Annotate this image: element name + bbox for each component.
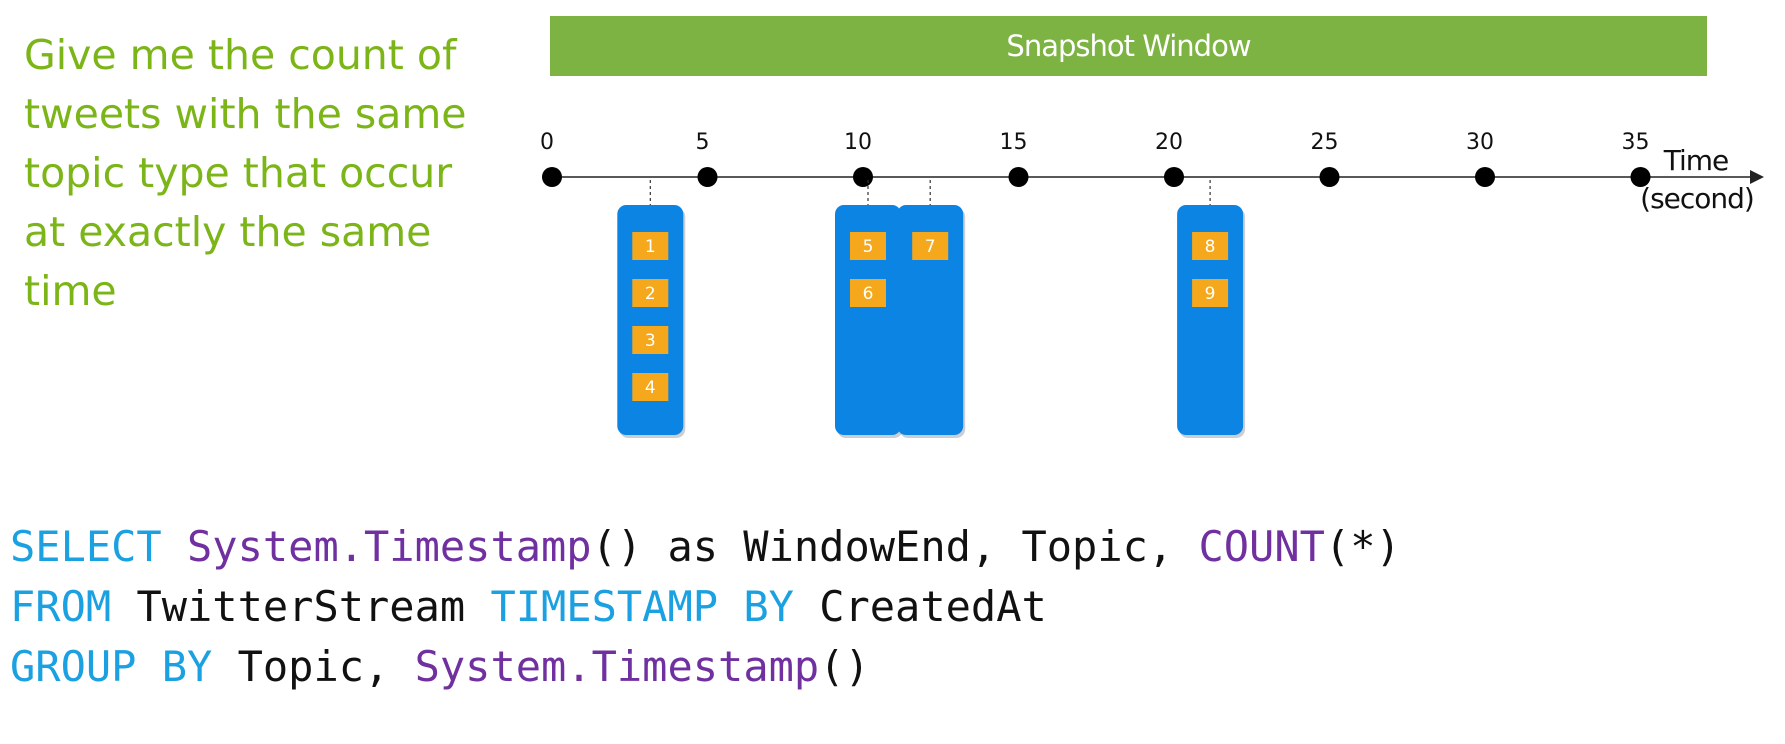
query-text: (*): [1324, 522, 1401, 571]
query-text: Topic,: [212, 642, 415, 691]
tick-label: 10: [844, 130, 872, 155]
query-text: TwitterStream: [111, 582, 491, 631]
event-label: 7: [925, 237, 936, 257]
tick-dot: [1319, 167, 1340, 187]
question-line: Give me the count of: [24, 31, 457, 79]
tick-dot: [1475, 167, 1495, 187]
tick-label: 5: [696, 130, 710, 155]
tick-label: 20: [1155, 130, 1183, 155]
snapshot-box: [1177, 205, 1244, 435]
keyword-by: BY: [161, 642, 213, 691]
event-label: 2: [645, 284, 656, 304]
keyword-timestamp: TIMESTAMP: [490, 582, 719, 631]
event-box: [1192, 232, 1229, 260]
event-label: 9: [1205, 284, 1216, 304]
snapshot-window-banner: Snapshot Window: [550, 16, 1707, 76]
tick-label: 15: [1000, 130, 1028, 155]
tick-dot: [697, 167, 718, 187]
question-line: tweets with the same: [24, 90, 467, 138]
keyword-from: FROM: [10, 582, 112, 631]
keyword-by: BY: [743, 582, 794, 631]
tick-dot: [853, 167, 873, 187]
tick-label: 30: [1466, 130, 1494, 155]
event-box: [1192, 279, 1229, 307]
event-box: [850, 232, 886, 260]
query-line-from: FROM TwitterStream TIMESTAMP BY CreatedA…: [10, 582, 1047, 631]
event-box: [632, 232, 669, 260]
query-text: CreatedAt: [793, 582, 1047, 631]
event-box: [850, 279, 886, 307]
axis-unit: (second): [1640, 182, 1754, 215]
function-count: COUNT: [1198, 522, 1325, 571]
question-text: Give me the count of tweets with the sam…: [24, 26, 474, 321]
event-box: [632, 373, 669, 401]
event-label: 1: [645, 237, 656, 257]
query-text: (): [819, 642, 870, 691]
tick-dot: [1008, 167, 1029, 187]
tick-dot: [542, 167, 562, 187]
event-label: 8: [1205, 237, 1216, 257]
keyword-select: SELECT: [10, 522, 162, 571]
question-line: at exactly the same: [24, 208, 432, 256]
query-text: () as WindowEnd, Topic,: [591, 522, 1199, 571]
function-system-timestamp: System.Timestamp: [414, 642, 820, 691]
keyword-group: GROUP: [10, 642, 137, 691]
snapshot-box: [897, 205, 964, 435]
event-label: 4: [645, 378, 656, 398]
tick-dot: [1164, 167, 1184, 187]
event-label: 5: [863, 237, 874, 257]
event-box: [632, 279, 669, 307]
snapshot-box: [835, 205, 901, 435]
question-line: topic type that occur: [24, 149, 453, 197]
tick-label: 25: [1311, 130, 1339, 155]
axis-label: Time: [1663, 144, 1729, 177]
event-box: [632, 326, 669, 354]
tick-label: 35: [1622, 130, 1650, 155]
tick-label: 0: [540, 130, 554, 155]
event-box: [912, 232, 949, 260]
event-label: 6: [863, 284, 874, 304]
query-line-group-by: GROUP BY Topic, System.Timestamp(): [10, 642, 870, 691]
tick-dot: [1630, 167, 1651, 187]
event-label: 3: [645, 331, 656, 351]
function-system-timestamp: System.Timestamp: [187, 522, 592, 571]
query-line-select: SELECT System.Timestamp() as WindowEnd, …: [10, 522, 1401, 571]
axis-arrow-icon: [1750, 170, 1764, 184]
question-line: time: [24, 267, 117, 315]
